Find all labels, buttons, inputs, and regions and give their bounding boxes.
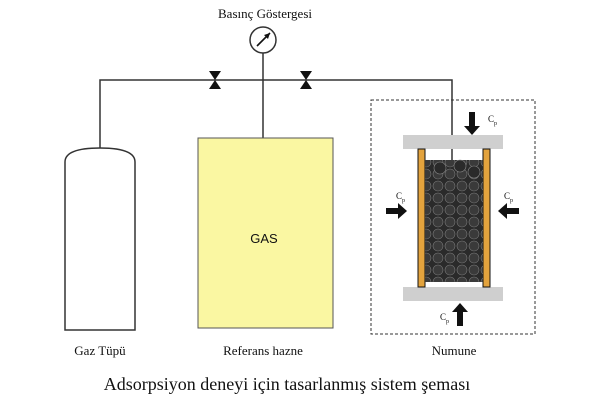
gas-cylinder-label: Gaz Tüpü xyxy=(74,343,126,358)
pressure-gauge-icon xyxy=(249,26,277,54)
sample-cell xyxy=(370,99,536,335)
arrow-bottom xyxy=(452,303,468,326)
pressure-label-right: Cp xyxy=(504,191,513,204)
pipe-main xyxy=(99,79,453,166)
gas-cylinder xyxy=(64,147,136,331)
sample-label: Numune xyxy=(432,343,477,358)
sample-bottom-plate xyxy=(403,287,503,301)
figure-caption: Adsorpsiyon deneyi için tasarlanmış sist… xyxy=(104,374,470,394)
sample-particles xyxy=(425,160,483,282)
reference-chamber xyxy=(197,137,334,329)
pressure-label-top: Cp xyxy=(488,114,497,127)
valve-right[interactable] xyxy=(300,71,312,89)
pressure-label-left: Cp xyxy=(396,191,405,204)
arrow-right xyxy=(498,203,519,219)
arrow-left xyxy=(386,203,407,219)
sample-wall-left xyxy=(417,148,426,288)
reference-chamber-label: Referans hazne xyxy=(223,343,303,358)
gauge-label: Basınç Göstergesi xyxy=(218,6,312,21)
arrow-top xyxy=(464,112,480,135)
pipe-network xyxy=(99,53,453,166)
reference-chamber-content: GAS xyxy=(250,231,278,246)
sample-top-plate xyxy=(403,135,503,149)
sample-enclosure xyxy=(370,99,536,335)
sample-wall-right xyxy=(482,148,491,288)
pressure-label-bottom: Cp xyxy=(440,312,449,325)
valve-left[interactable] xyxy=(209,71,221,89)
